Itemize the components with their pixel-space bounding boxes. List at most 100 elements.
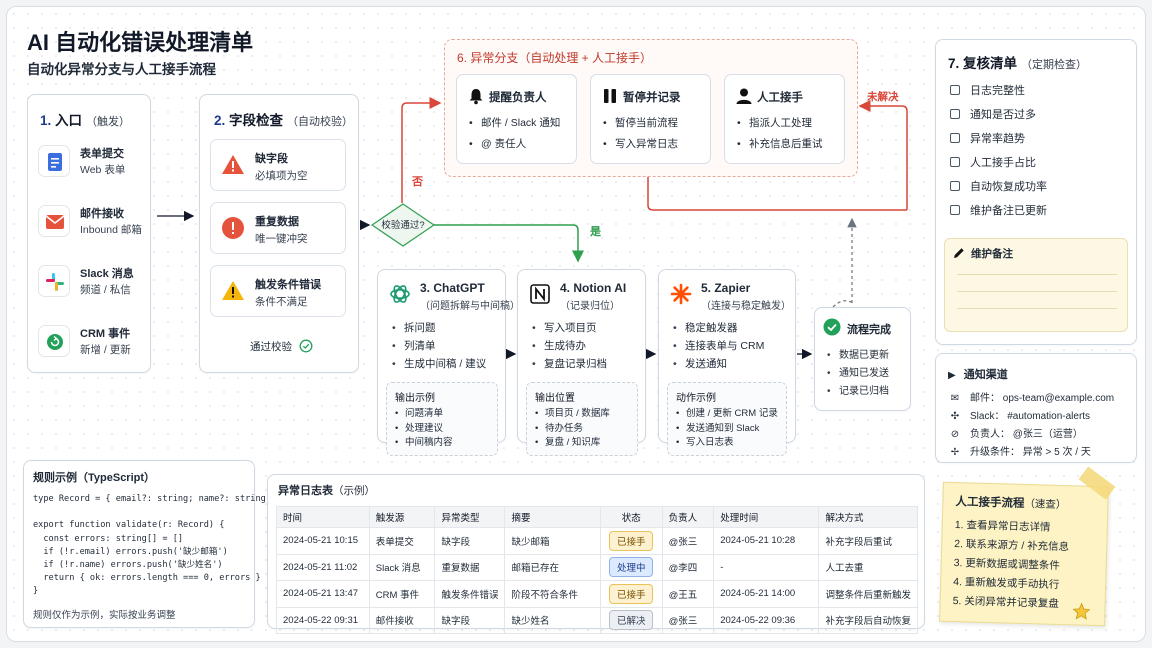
check-duplicate[interactable]: 重复数据 唯一键冲突 (210, 202, 346, 254)
table-cell: 补充字段后重试 (818, 527, 918, 555)
table-cell: 2024-05-21 14:00 (713, 580, 820, 608)
check-duplicate-desc: 唯一键冲突 (255, 233, 308, 245)
table-cell: 表单提交 (368, 527, 436, 555)
zapier-title: 5. Zapier (701, 281, 751, 295)
caution-triangle-icon (222, 281, 244, 300)
entry-form[interactable]: 表单提交 Web 表单 (38, 143, 158, 181)
notify-row-owner[interactable]: ⊘负责人： @张三（运营） (948, 425, 1083, 441)
branch-manual-title: 人工接手 (757, 92, 803, 104)
tool-notion: 4. Notion AI （记录归位） 写入项目页生成待办复盘记录归档 输出位置… (517, 269, 646, 456)
review-item[interactable]: 异常率趋势 (950, 130, 1025, 148)
table-header-row: 时间 触发源 异常类型 摘要 状态 负责人 处理时间 解决方式 (276, 506, 918, 528)
field-check-panel: 2. 字段检查（自动校验） 缺字段 必填项为空 重复数据 唯一键冲突 触发条件错… (199, 94, 359, 373)
review-item[interactable]: 日志完整性 (950, 82, 1025, 100)
table-cell: 调整条件后重新触发 (818, 580, 918, 608)
star-icon (1072, 602, 1091, 620)
entry-crm[interactable]: CRM 事件 新增 / 更新 (38, 323, 158, 361)
table-cell: 缺少邮箱 (504, 527, 601, 555)
zapier-bullets: 稳定触发器连接表单与 CRM发送通知 (673, 320, 764, 374)
notion-bullets: 写入项目页生成待办复盘记录归档 (532, 320, 607, 374)
review-title: 7. 复核清单（定期检查） (948, 56, 1088, 71)
chatgpt-bullets: 拆问题列清单生成中间稿 / 建议 (392, 320, 486, 374)
entry-panel: 1. 入口（触发） 表单提交 Web 表单 邮件接收 Inbound 邮箱 Sl… (27, 94, 151, 373)
branch-pause-title: 暂停并记录 (623, 92, 681, 104)
pause-icon (604, 89, 616, 103)
notify-row-escalate[interactable]: ✢升级条件： 异常 > 5 次 / 天 (948, 443, 1091, 459)
pass-check-label: 通过校验 (250, 339, 313, 354)
table-cell: 触发条件错误 (434, 580, 506, 608)
entry-crm-desc: 新增 / 更新 (80, 344, 131, 356)
tool-zapier: 5. Zapier （连接与稳定触发） 稳定触发器连接表单与 CRM发送通知 动… (658, 269, 796, 456)
checkbox-icon (950, 85, 960, 95)
entry-mail[interactable]: 邮件接收 Inbound 邮箱 (38, 203, 158, 241)
table-cell: - (713, 553, 820, 581)
person-icon (736, 88, 752, 104)
pencil-icon (954, 248, 964, 258)
status-badge: 已接手 (608, 530, 654, 551)
yes-label: 是 (590, 226, 601, 238)
entry-mail-desc: Inbound 邮箱 (80, 224, 142, 236)
flow-connectors (157, 97, 908, 360)
check-missing-field[interactable]: 缺字段 必填项为空 (210, 139, 346, 191)
page-subtitle: 自动化异常分支与人工接手流程 (27, 62, 216, 77)
table-cell: 缺少姓名 (504, 606, 601, 634)
notify-channels-panel: ▶通知渠道 ✉邮件： ops-team@example.com ✣Slack： … (935, 353, 1137, 463)
table-cell: 补充字段后自动恢复 (818, 606, 918, 634)
table-cell: @王五 (661, 580, 715, 608)
notion-subtitle: （记录归位） (560, 301, 620, 312)
code-block: type Record = { email?: string; name?: s… (33, 494, 282, 597)
entry-mail-name: 邮件接收 (80, 208, 124, 220)
crm-icon (38, 325, 70, 357)
note-line (957, 274, 1117, 275)
branch-manual-takeover[interactable]: 人工接手 指派人工处理补充信息后重试 (724, 74, 845, 164)
log-title: 异常日志表（示例） (278, 485, 375, 497)
mail-icon (38, 205, 70, 237)
table-cell: 缺字段 (434, 606, 506, 634)
error-circle-icon (222, 217, 244, 239)
check-circle-icon (299, 339, 313, 353)
table-cell: Slack 消息 (368, 553, 436, 581)
note-line (957, 308, 1117, 309)
code-note: 规则仅作为示例，实际按业务调整 (33, 610, 176, 621)
notion-output-box: 输出位置 项目页 / 数据库待办任务复盘 / 知识库 (526, 382, 638, 456)
tool-chatgpt: 3. ChatGPT （问题拆解与中间稿） 拆问题列清单生成中间稿 / 建议 输… (377, 269, 520, 456)
bell-icon (469, 89, 483, 105)
review-item[interactable]: 人工接手占比 (950, 154, 1036, 172)
sticky-title: 人工接手流程（速查） (955, 496, 1067, 512)
zapier-output-box: 动作示例 创建 / 更新 CRM 记录发送通知到 Slack写入日志表 (667, 382, 787, 456)
review-item[interactable]: 维护备注已更新 (950, 202, 1047, 220)
table-cell: 2024-05-22 09:31 (276, 606, 370, 634)
check-trigger-name: 触发条件错误 (255, 279, 321, 291)
form-icon (38, 145, 70, 177)
review-item[interactable]: 自动恢复成功率 (950, 178, 1047, 196)
entry-slack[interactable]: Slack 消息 频道 / 私信 (38, 263, 158, 301)
yes-branch-arrow (434, 224, 584, 263)
entry-title: 1. 入口（触发） (40, 113, 131, 128)
warning-triangle-icon (222, 155, 244, 174)
slack-icon: ✣ (950, 411, 960, 422)
branch-notify-owner[interactable]: 提醒负责人 邮件 / Slack 通知@ 责任人 (456, 74, 577, 164)
checkbox-icon (950, 205, 960, 215)
status-badge: 已解决 (608, 610, 654, 631)
success-check-icon (823, 318, 841, 336)
table-cell: 2024-05-21 13:47 (276, 580, 370, 608)
entry-slack-desc: 频道 / 私信 (80, 284, 131, 296)
no-branch-arrow (401, 97, 442, 203)
review-item[interactable]: 通知是否过多 (950, 106, 1036, 124)
entry-crm-name: CRM 事件 (80, 328, 131, 340)
notify-row-slack[interactable]: ✣Slack： #automation-alerts (948, 407, 1090, 423)
maintenance-note-box[interactable]: 维护备注 (944, 238, 1128, 332)
exception-log-table: 时间 触发源 异常类型 摘要 状态 负责人 处理时间 解决方式 2024-05-… (276, 506, 918, 634)
mail-icon: ✉ (950, 393, 960, 404)
chatgpt-subtitle: （问题拆解与中间稿） (420, 301, 520, 312)
check-trigger-desc: 条件不满足 (255, 296, 308, 308)
check-trigger-error[interactable]: 触发条件错误 条件不满足 (210, 265, 346, 317)
notify-row-mail[interactable]: ✉邮件： ops-team@example.com (948, 389, 1114, 405)
branch-pause-record[interactable]: 暂停并记录 暂停当前流程写入异常日志 (590, 74, 711, 164)
